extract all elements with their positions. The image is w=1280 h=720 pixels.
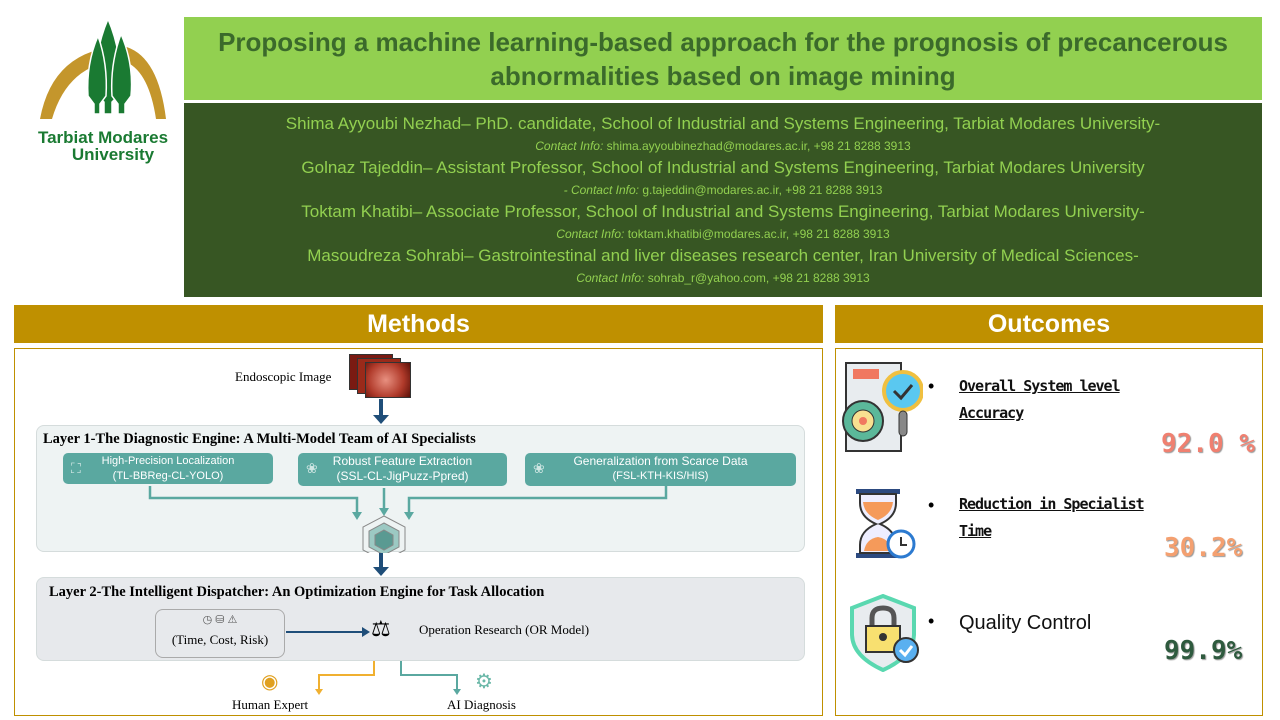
connector-arrows — [148, 486, 668, 553]
arrowhead-icon — [373, 567, 389, 576]
ai-gear-check-icon: ⚙ — [475, 671, 493, 693]
ai-diagnosis-label: AI Diagnosis — [447, 697, 516, 712]
clock-coin-warning-icons: ◷ ⛁ ⚠ — [202, 614, 238, 626]
logo-text-line1: Tarbiat Modares — [37, 128, 169, 147]
factors-label: (Time, Cost, Risk) — [171, 632, 269, 647]
bullet: • — [928, 376, 935, 396]
brain-icon: ❀ — [306, 460, 318, 476]
generalization-box: ❀ Generalization from Scarce Data (FSL-KTH… — [525, 453, 796, 486]
human-expert-label: Human Expert — [232, 697, 309, 712]
layer1-title: Layer 1-The Diagnostic Engine: A Multi-M… — [43, 431, 476, 447]
author-entry: Shima Ayyoubi Nezhad– PhD. candidate, Sc… — [184, 113, 1262, 157]
accuracy-gear-magnifier-icon — [842, 362, 923, 452]
logo-text-line2: University — [71, 145, 155, 164]
box-title: Robust Feature Extraction — [332, 454, 473, 468]
logo-emblem-icon — [40, 17, 166, 119]
shield-lock-icon — [850, 594, 919, 672]
label-line: Accuracy — [959, 404, 1024, 422]
author-name: Toktam Khatibi– Associate Professor, Sch… — [301, 202, 1145, 221]
arrow-right-icon — [286, 631, 366, 633]
time-reduction-value: 30.2% — [1164, 533, 1243, 563]
author-contact: sohrab_r@yahoo.com, +98 21 8288 3913 — [647, 271, 870, 285]
author-contact: toktam.khatibi@modares.ac.ir, +98 21 828… — [627, 227, 890, 241]
methods-panel: Endoscopic Image Layer 1-The Diagnostic … — [14, 348, 823, 716]
methods-heading: Methods — [14, 305, 823, 343]
endoscopic-image-label: Endoscopic Image — [235, 369, 332, 384]
accuracy-value: 92.0 % — [1161, 429, 1255, 459]
localization-box: ⛶ High-Precision Localization (TL-BBReg-CL… — [63, 453, 273, 484]
author-contact: g.tajeddin@modares.ac.ir, +98 21 8288 39… — [642, 183, 883, 197]
arrowhead-icon — [362, 627, 370, 637]
label-line: Time — [959, 522, 992, 540]
arrow-down-icon — [379, 399, 383, 419]
bullet: • — [928, 495, 935, 515]
authors-block: Shima Ayyoubi Nezhad– PhD. candidate, Sc… — [184, 103, 1262, 297]
focus-icon: ⛶ — [71, 460, 81, 476]
box-model: (FSL-KTH-KIS/HIS) — [612, 470, 709, 482]
author-name: Masoudreza Sohrabi– Gastrointestinal and… — [307, 246, 1139, 265]
layer2-title: Layer 2-The Intelligent Dispatcher: An O… — [49, 584, 545, 600]
contact-label: Contact Info: — [556, 227, 625, 241]
bullet: • — [928, 611, 935, 631]
outcome-quality-label: Quality Control — [959, 612, 1092, 634]
box-model: (SSL-CL-JigPuzz-Ppred) — [336, 469, 469, 483]
box-title: High-Precision Localization — [101, 455, 235, 467]
contact-label: - Contact Info: — [563, 183, 639, 197]
author-name: Shima Ayyoubi Nezhad– PhD. candidate, Sc… — [285, 114, 1161, 133]
factors-box: ◷ ⛁ ⚠ (Time, Cost, Risk) — [155, 609, 285, 658]
title-text: Proposing a machine learning-based appro… — [218, 26, 1228, 91]
label-line: Overall System level — [959, 377, 1121, 395]
layer1-box: Layer 1-The Diagnostic Engine: A Multi-M… — [36, 425, 805, 553]
outcomes-heading: Outcomes — [835, 305, 1263, 343]
author-entry: Toktam Khatibi– Associate Professor, Sch… — [184, 201, 1262, 245]
brain-icon: ❀ — [533, 460, 545, 476]
feature-extraction-box: ❀ Robust Feature Extraction(SSL-CL-JigPuz… — [298, 453, 507, 486]
arrowhead-icon — [373, 415, 389, 424]
contact-label: Contact Info: — [535, 139, 604, 153]
fusion-cube-icon — [362, 515, 406, 553]
author-contact: shima.ayyoubinezhad@modares.ac.ir, +98 2… — [606, 139, 911, 153]
scale-icon: ⚖ — [371, 616, 391, 641]
author-entry: Golnaz Tajeddin– Assistant Professor, Sc… — [184, 157, 1262, 201]
human-expert-eye-icon: ◉ — [261, 671, 279, 693]
author-name: Golnaz Tajeddin– Assistant Professor, Sc… — [301, 158, 1145, 177]
poster-title: Proposing a machine learning-based appro… — [184, 17, 1262, 100]
author-entry: Masoudreza Sohrabi– Gastrointestinal and… — [184, 245, 1262, 289]
university-logo: Tarbiat Modares University — [28, 14, 178, 163]
dispatch-arrows — [315, 661, 461, 695]
arrow-down-icon — [379, 553, 383, 571]
label-line: Reduction in Specialist — [959, 495, 1145, 513]
contact-label: Contact Info: — [576, 271, 645, 285]
or-model-label: Operation Research (OR Model) — [419, 622, 590, 637]
box-model: (TL-BBReg-CL-YOLO) — [112, 470, 224, 482]
layer2-box: Layer 2-The Intelligent Dispatcher: An O… — [36, 577, 805, 661]
hourglass-clock-icon — [856, 489, 916, 559]
quality-control-value: 99.9% — [1164, 636, 1243, 666]
box-title: Generalization from Scarce Data — [573, 454, 748, 468]
endoscopic-image-thumbnail — [349, 354, 414, 399]
